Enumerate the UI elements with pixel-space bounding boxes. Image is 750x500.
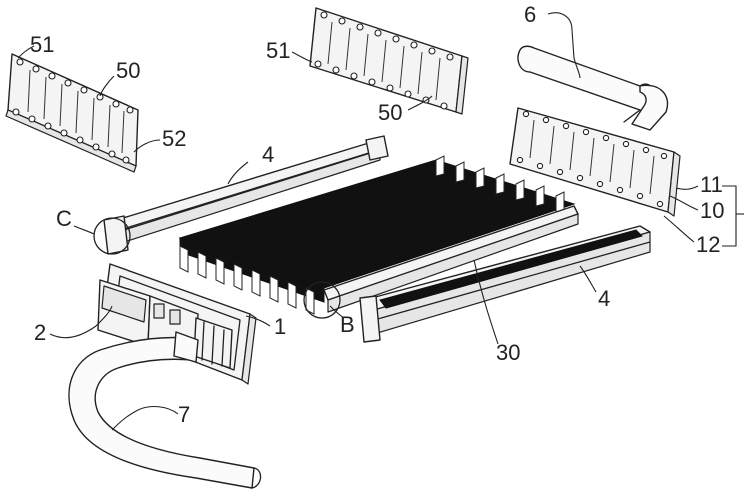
label-11: 11 — [700, 172, 723, 197]
label-2: 2 — [34, 320, 47, 345]
label-4-lower: 4 — [598, 286, 611, 311]
label-12: 12 — [696, 232, 721, 257]
label-6: 6 — [524, 2, 537, 27]
end-plate-left — [5, 53, 139, 173]
label-c: C — [56, 206, 72, 231]
label-7: 7 — [178, 402, 191, 427]
pipe-6 — [517, 45, 669, 131]
label-30: 30 — [496, 340, 521, 365]
end-plate-center — [309, 7, 469, 115]
end-plate-right — [509, 107, 681, 217]
label-51-center: 51 — [266, 38, 291, 63]
label-52: 52 — [162, 126, 187, 151]
label-50-center: 50 — [378, 100, 403, 125]
detail-circle-b — [303, 281, 341, 319]
leader-lines — [17, 12, 744, 431]
fin-core — [178, 155, 579, 315]
rail-4-upper — [103, 135, 389, 255]
pipe-7 — [68, 331, 262, 489]
rail-4-lower — [359, 225, 651, 343]
label-b: B — [340, 312, 355, 337]
label-10: 10 — [700, 198, 725, 223]
label-51-left: 51 — [30, 32, 55, 57]
detail-circle-c — [93, 217, 131, 255]
label-4-upper: 4 — [262, 142, 275, 167]
label-50-left: 50 — [116, 58, 141, 83]
label-1: 1 — [274, 314, 287, 339]
